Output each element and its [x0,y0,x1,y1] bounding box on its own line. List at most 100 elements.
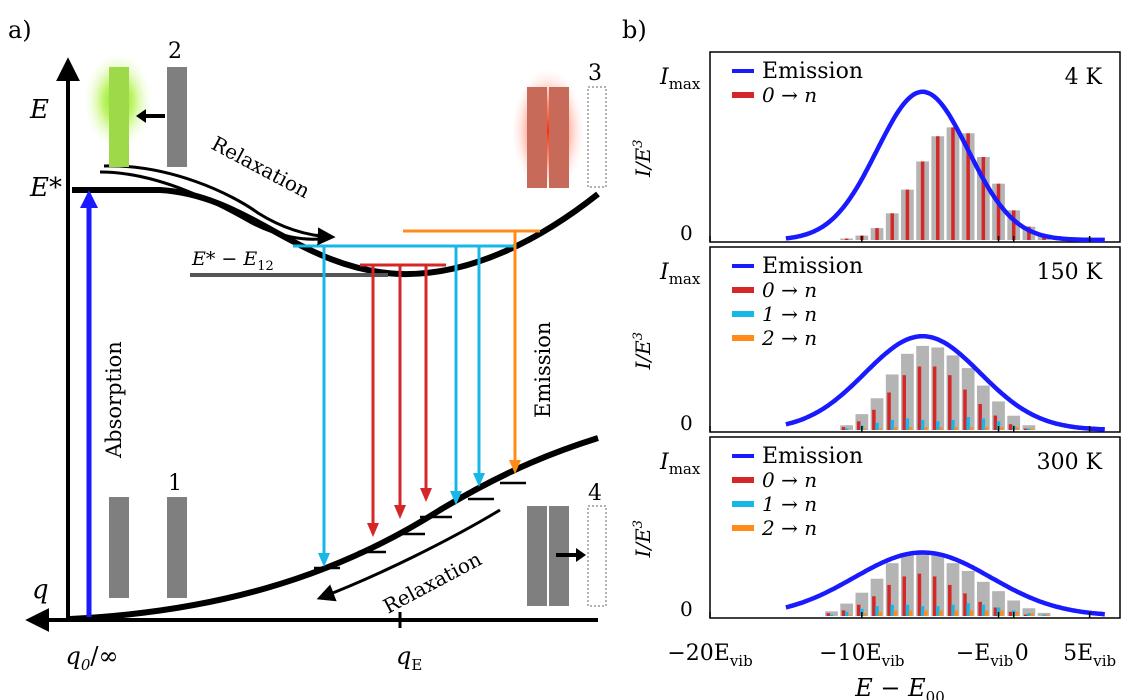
transfer-arrowhead-2 [136,109,146,123]
series-bar [984,610,989,616]
series-bar [939,610,943,616]
total-bar [1022,608,1036,616]
plot-frame [709,436,1121,619]
imax-label: Imax [659,450,701,478]
series-bar [920,161,925,240]
temperature-label: 4 K [1065,65,1103,90]
series-bar [875,228,879,240]
series-bar [826,613,831,616]
absorption-label: Absorption [102,341,126,459]
imax-label: Imax [659,65,701,93]
series-bar [1015,611,1019,616]
series-bar [844,611,849,616]
legend-label: 1 → n [762,302,817,326]
excited-state-curve [72,187,600,278]
series-bar [917,366,922,430]
series-bar [948,375,952,430]
series-bar [966,417,970,430]
series-bar [872,409,876,430]
series-bar [1027,613,1031,616]
series-bar [923,610,928,616]
series-bar [932,576,937,616]
series-bar [981,157,986,240]
legend-label: 1 → n [762,492,817,516]
series-bar [932,366,937,430]
x-tick-label: 0 [1015,641,1029,666]
x-tick-label: −10Evib [819,641,904,670]
series-bar [1042,614,1046,616]
series-bar [920,606,925,616]
series-bar [890,604,894,616]
series-bar [1023,614,1028,616]
imax-label: Imax [659,260,701,288]
series-bar [969,427,974,430]
state-label-3: 3 [588,61,602,86]
series-bar [887,392,891,430]
series-bar [978,404,982,430]
series-bar [878,611,882,616]
series-bar [1023,428,1028,430]
empty-site-4 [587,505,607,607]
x-axis-label: E − E00 [854,674,945,700]
ground-state-curve [69,435,599,622]
series-bar [878,428,882,430]
zero-label: 0 [680,411,693,435]
series-bar [856,604,861,616]
series-bar [905,418,910,430]
series-bar [1011,210,1016,240]
series-bar [996,607,1001,616]
total-bar [1022,425,1036,430]
series-bar [963,389,967,430]
series-bar [844,428,849,430]
e12-label: E* − E12 [191,248,274,274]
legend-label: Emission [762,254,863,279]
y-axis-label: I/E3 [631,139,655,178]
x-tick-label: −Evib [956,641,1013,670]
relaxation-bottom-arrow [316,508,501,602]
series-bar [908,427,913,430]
total-bar [825,611,838,616]
series-bar [951,604,955,616]
series-bar [841,610,846,616]
series-bar [863,613,867,616]
temperature-label: 150 K [1037,260,1103,285]
emission-curve [785,550,1105,617]
emission-label: Emission [531,322,555,418]
series-bar [936,606,940,616]
series-bar [978,601,982,616]
y-axis-label: I/E3 [631,332,655,371]
legend-label: 2 → n [761,326,817,350]
plot-frame [709,246,1121,433]
panel-a: a) E q E* q0/∞ qE E* − E12 Relaxation Re… [8,16,607,674]
series-bar [890,213,894,240]
absorption-arrowhead [80,190,98,208]
legend-label: 0 → n [762,83,817,107]
series-bar [936,136,940,240]
ground-levels [314,481,526,570]
panel-b-label: b) [622,16,647,44]
emission-curve [785,89,1105,243]
empty-site-3 [587,86,607,188]
series-bar [920,419,925,430]
total-bar [1037,612,1051,616]
series-bar [993,607,998,616]
series-bar [893,610,898,616]
series-bar [905,604,910,616]
axis-e-label: E [29,95,49,125]
state-label-4: 4 [588,481,602,506]
relaxation-top-line [99,170,321,241]
total-bar [840,425,854,430]
molecule-bars [109,67,569,606]
series-bar [893,427,898,430]
series-bar [951,419,955,430]
legend-label: 0 → n [762,278,817,302]
series-bar [902,375,907,430]
series-bar [848,614,852,616]
legend-label: 0 → n [762,468,817,492]
series-bar [908,610,913,616]
series-bar [963,593,967,616]
series-bar [1030,613,1034,616]
